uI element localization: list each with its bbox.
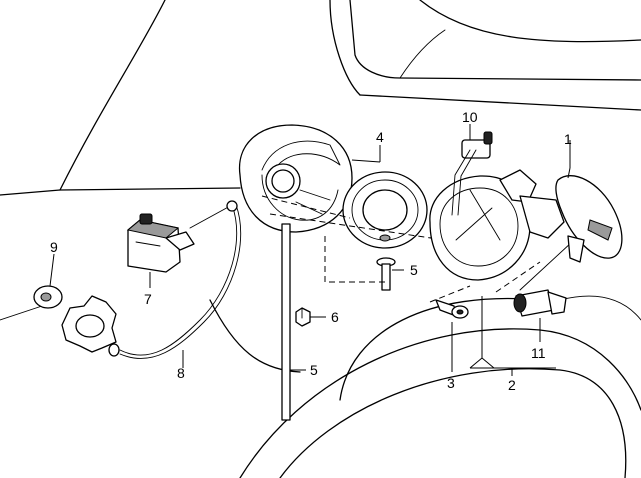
star-flange	[61, 295, 117, 353]
screw-part-3	[435, 299, 469, 372]
fuel-door-lid-part-1	[555, 140, 623, 263]
group-bracket-part-2	[469, 296, 556, 376]
door-actuator-part-11	[513, 289, 567, 342]
rubber-seal-part-4	[342, 171, 428, 249]
callout-10: 10	[462, 109, 478, 125]
release-cable-part-8	[108, 200, 242, 368]
callout-1: 1	[564, 131, 572, 147]
filler-housing	[238, 124, 381, 233]
callout-3: 3	[447, 375, 455, 391]
actuator-part-7	[126, 213, 195, 288]
callout-4: 4	[376, 129, 384, 145]
callout-8: 8	[177, 365, 185, 381]
clip-part-6	[295, 307, 326, 327]
callout-2: 2	[508, 377, 516, 393]
drain-tube-part-5	[281, 223, 306, 421]
callout-5-lower: 5	[310, 362, 318, 378]
filler-neck-housing-part-2	[429, 169, 565, 281]
valve-part-10	[451, 124, 493, 216]
callout-7: 7	[144, 291, 152, 307]
callout-6: 6	[331, 309, 339, 325]
callout-11: 11	[531, 345, 546, 361]
callout-9: 9	[50, 239, 58, 255]
callout-5-upper: 5	[410, 262, 418, 278]
drain-nipple-part-5	[376, 257, 404, 291]
seal-ring-part-9	[33, 253, 63, 309]
